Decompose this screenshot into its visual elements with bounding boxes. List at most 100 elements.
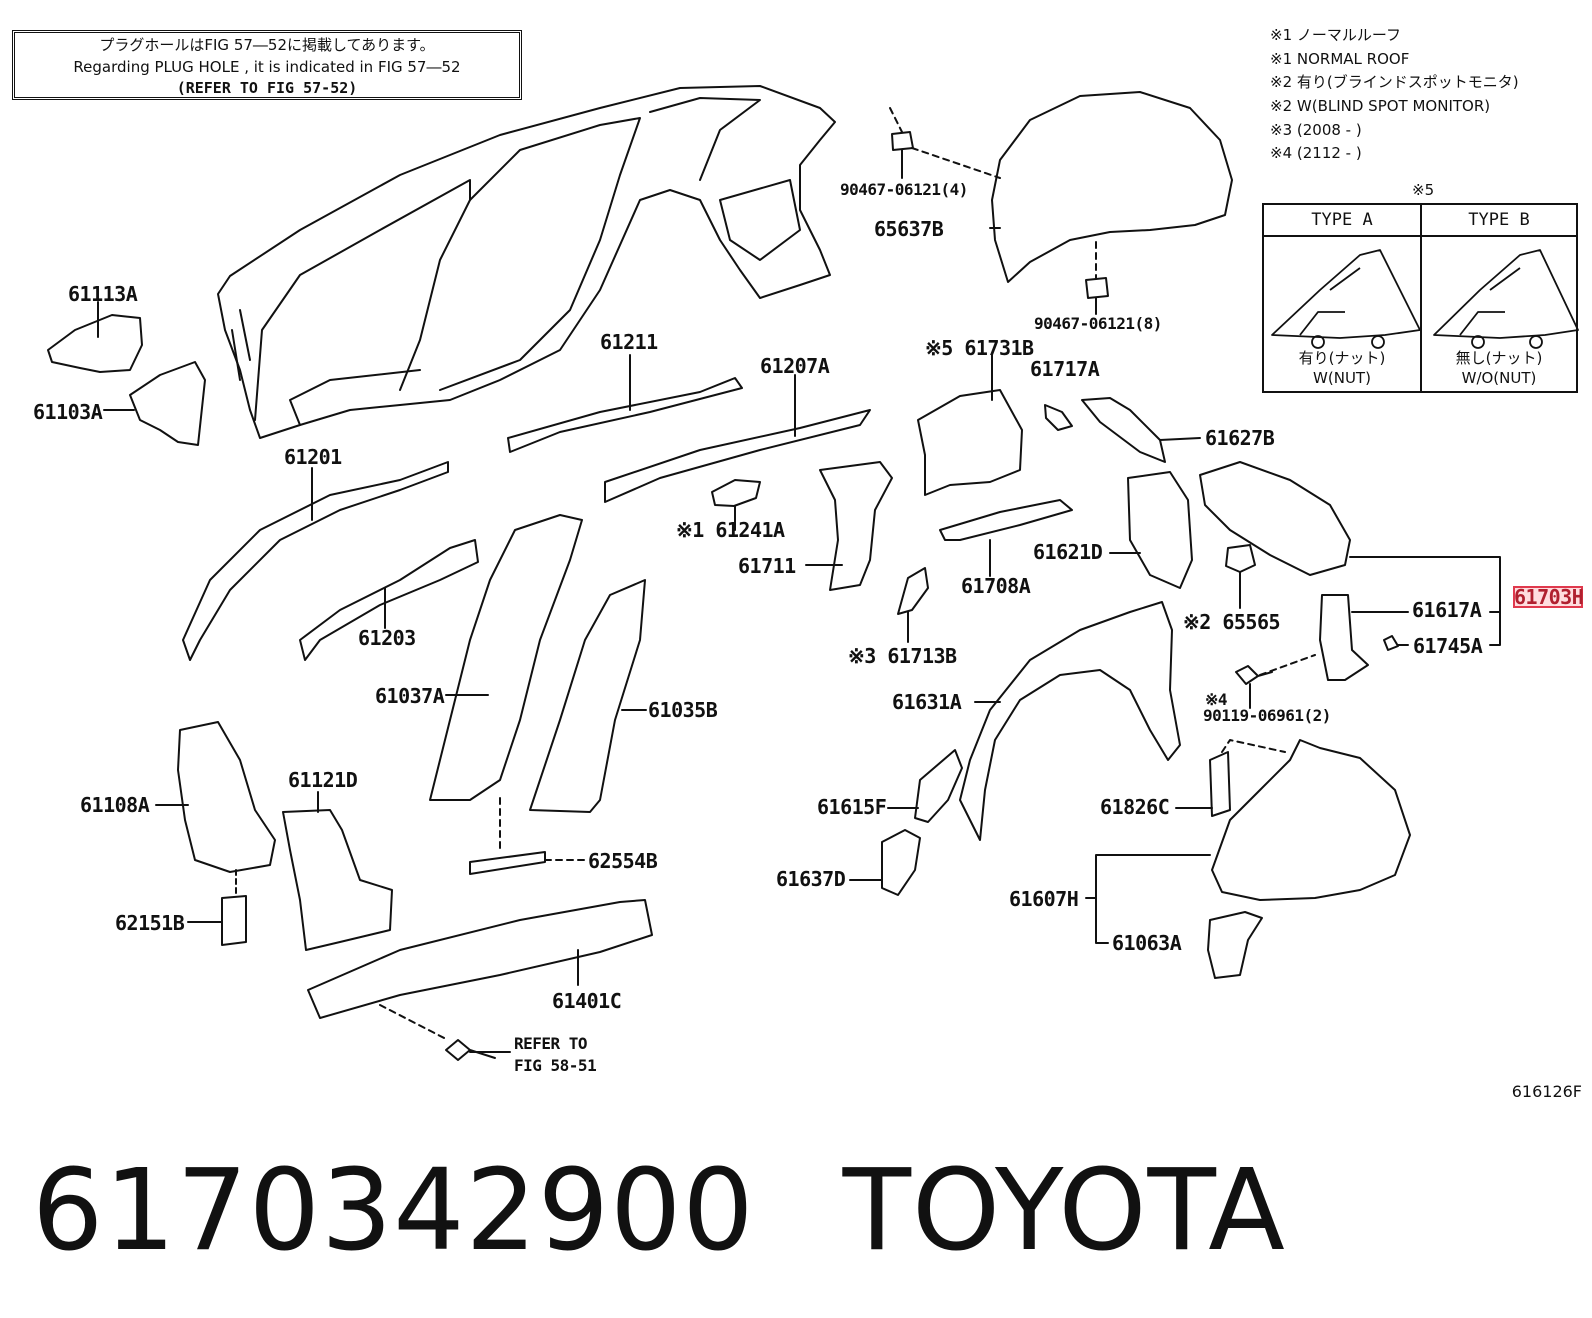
part-61241A-shape [711,479,761,507]
part-61711-shape [819,461,893,591]
part-65565-shape [1225,544,1256,573]
part-62151B-shape [221,895,247,946]
part-61063A-shape [1207,911,1263,979]
hole-icon [1471,335,1485,349]
nut-icon [1371,335,1385,349]
callout-61103A[interactable]: 61103A [33,400,103,424]
refer-to-label: REFER TO [514,1034,588,1053]
part-61617A-shape [1319,594,1369,681]
callout-61711[interactable]: 61711 [738,554,796,578]
part-61207A-shape [604,409,871,503]
callout-65565[interactable]: ※2 65565 [1183,610,1281,634]
callout-61631A[interactable]: 61631A [892,690,962,714]
part-61121D-shape [282,809,393,951]
notice-line-ref: (REFER TO FIG 57-52) [176,79,358,97]
type-b-header: TYPE B [1422,205,1576,237]
callout-61063A[interactable]: 61063A [1112,931,1182,955]
part-61615F-shape [914,749,963,823]
callout-65637B[interactable]: 65637B [874,217,944,241]
callout-61207A[interactable]: 61207A [760,354,830,378]
part-61103A-shape [129,361,206,446]
type-b-caption-en: W/O(NUT) [1461,369,1537,387]
type-a-caption-en: W(NUT) [1313,369,1371,387]
legend-note: ※1 ノーマルルーフ [1270,26,1401,44]
highlighted-part-marker [1513,586,1583,608]
part-61713B-shape [897,567,929,615]
callout-61637D[interactable]: 61637D [776,867,846,891]
callout-61621D[interactable]: 61621D [1033,540,1103,564]
body-side-outer-panel [217,85,836,439]
callout-61617A[interactable]: 61617A [1412,598,1482,622]
legend-note5-mark: ※5 [1412,181,1435,199]
nut-icon [1311,335,1325,349]
callout-61607H[interactable]: 61607H [1009,887,1079,911]
callout-61708A[interactable]: 61708A [961,574,1031,598]
part-61717A-shape [1044,404,1073,431]
type-b-illustration [1433,249,1579,339]
part-61703H-shape [1199,461,1351,576]
callout-61121D[interactable]: 61121D [288,768,358,792]
part-61621D-shape [1127,471,1193,589]
type-b-caption-jp: 無し(ナット) [1455,349,1543,367]
part-61731B-shape [917,389,1023,496]
callout-90467-06121-8[interactable]: 90467-06121(8) [1034,314,1162,333]
hole-icon [1529,335,1543,349]
callout-62554B[interactable]: 62554B [588,849,658,873]
clip-90467-8-icon [1085,277,1109,299]
callout-90467-06121-4[interactable]: 90467-06121(4) [840,180,968,199]
part-61201-shape [182,461,449,661]
brand-name: TOYOTA [842,1146,1286,1276]
plug-hole-notice: プラグホールはFIG 57―52に掲載してあります。 Regarding PLU… [12,30,522,100]
part-61708A-shape [939,499,1073,541]
callout-61627B[interactable]: 61627B [1205,426,1275,450]
part-61113A-shape [47,314,143,373]
callout-61211[interactable]: 61211 [600,330,658,354]
legend-note: ※1 NORMAL ROOF [1270,50,1410,68]
callout-61113A[interactable]: 61113A [68,282,138,306]
figure-code: 616126F [1511,1082,1582,1101]
callout-61108A[interactable]: 61108A [80,793,150,817]
type-a-header: TYPE A [1264,205,1420,237]
legend-note: ※3 (2008 - ) [1270,121,1362,139]
part-61607H-shape [1211,739,1411,901]
part-61627B-shape [1081,397,1166,463]
callout-61703H[interactable]: 61703H [1514,585,1584,609]
type-a-column: TYPE A 有り(ナット) W(NUT) [1264,205,1420,391]
callout-61203[interactable]: 61203 [358,626,416,650]
part-61637D-shape [881,829,921,896]
callout-61615F[interactable]: 61615F [817,795,887,819]
callout-61035B[interactable]: 61035B [648,698,718,722]
part-61631A-shape [959,601,1181,841]
callout-62151B[interactable]: 62151B [115,911,185,935]
bolt-90119-icon [1235,665,1273,685]
callout-61201[interactable]: 61201 [284,445,342,469]
callout-61037A[interactable]: 61037A [375,684,445,708]
callout-90119-06961[interactable]: 90119-06961(2) [1203,706,1331,725]
part-61745A-shape [1383,635,1399,651]
part-61035B-shape [529,579,646,813]
bolt-icon [445,1039,496,1061]
callout-61401C[interactable]: 61401C [552,989,622,1013]
part-61037A-shape [429,514,583,801]
part-61826C-shape [1209,751,1231,817]
callout-90119-mark: ※4 [1205,690,1228,709]
legend-note: ※2 W(BLIND SPOT MONITOR) [1270,97,1491,115]
part-61203-shape [299,539,479,661]
callout-61713B[interactable]: ※3 61713B [848,644,957,668]
legend-note: ※2 有り(ブラインドスポットモニタ) [1270,73,1519,91]
type-a-caption-jp: 有り(ナット) [1298,349,1386,367]
legend-note: ※4 (2112 - ) [1270,144,1362,162]
type-comparison-table: TYPE A 有り(ナット) W(NUT) TYPE B 無し(ナット) W/O… [1262,203,1578,393]
callout-61731B[interactable]: ※5 61731B [925,336,1034,360]
notice-line-en: Regarding PLUG HOLE , it is indicated in… [73,58,461,76]
callout-61241A[interactable]: ※1 61241A [676,518,785,542]
part-number: 6170342900 [32,1146,755,1276]
callout-61717A[interactable]: 61717A [1030,357,1100,381]
refer-fig-58-51-link[interactable]: FIG 58-51 [514,1056,597,1075]
part-65637B-shape [991,91,1233,283]
callout-61826C[interactable]: 61826C [1100,795,1170,819]
part-62554B-shape [469,851,546,875]
callout-61745A[interactable]: 61745A [1413,634,1483,658]
